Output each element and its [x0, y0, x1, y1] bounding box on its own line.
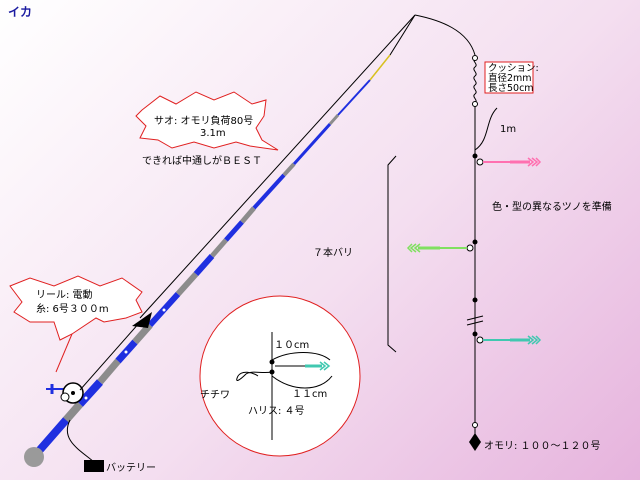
spacing-label: 1m	[500, 124, 516, 135]
rod-spec-line2: 3.1m	[200, 128, 226, 139]
branch-knot-3	[472, 331, 478, 337]
cushion-label-box	[484, 61, 534, 94]
rod-note: できれば中通しがＢＥＳＴ	[142, 154, 262, 167]
reel-spec-callout	[9, 275, 143, 341]
cushion-label-line2: 直径2mm	[488, 72, 532, 84]
detail-chichiwa-label: チチワ	[200, 389, 230, 401]
rod-spec-callout	[135, 91, 279, 151]
detail-length-upper: １０cm	[274, 340, 309, 351]
rod-guide	[132, 312, 152, 328]
electric-reel-icon	[46, 382, 84, 404]
detail-length-lower: １１cm	[292, 389, 327, 400]
rod-butt-cap	[24, 447, 44, 467]
cushion-label-line3: 長さ50cm	[488, 83, 534, 94]
detail-harisu-label: ハリス: ４号	[248, 405, 305, 417]
line-rod-to-tip	[139, 14, 416, 319]
line-break-mark	[466, 315, 484, 326]
swivel-bottom	[472, 422, 478, 428]
hook-count-bracket	[387, 155, 397, 353]
battery-icon	[84, 460, 104, 472]
swivel-cushion	[472, 101, 478, 107]
spacing-brace	[474, 107, 498, 151]
swivel-top	[472, 55, 478, 61]
fishing-rod	[34, 14, 416, 456]
jig-variety-note: 色・型の異なるツノを準備	[492, 200, 612, 213]
hook-count-label: ７本バリ	[313, 246, 353, 259]
main-line-top	[414, 14, 476, 56]
line-knot-mid	[472, 297, 478, 303]
rig-detail-inset	[199, 295, 361, 457]
reel-spec-line2: 糸: 6号３００m	[36, 303, 109, 315]
battery-label: バッテリー	[106, 462, 156, 474]
branch-knot-1	[472, 153, 478, 159]
rod-spec-line1: サオ: オモリ負荷80号	[154, 115, 253, 127]
line-reel-to-rod	[79, 321, 141, 391]
squid-jig-3	[510, 335, 542, 345]
squid-jig-1	[510, 157, 542, 167]
sinker-label: オモリ: １００～１２０号	[484, 440, 601, 452]
cushion-label-line1: クッション:	[488, 63, 539, 74]
branch-swivel-3	[476, 336, 484, 344]
page-title: イカ	[8, 5, 32, 19]
branch-swivel-1	[476, 158, 484, 166]
squid-jig-2	[406, 243, 440, 253]
branch-knot-2	[472, 239, 478, 245]
sinker-icon	[469, 433, 481, 451]
cushion-rubber	[473, 57, 477, 104]
branch-swivel-2	[466, 244, 474, 252]
reel-spec-line1: リール: 電動	[36, 288, 93, 301]
battery-cable	[67, 419, 95, 463]
reel-callout-tail	[55, 333, 73, 373]
